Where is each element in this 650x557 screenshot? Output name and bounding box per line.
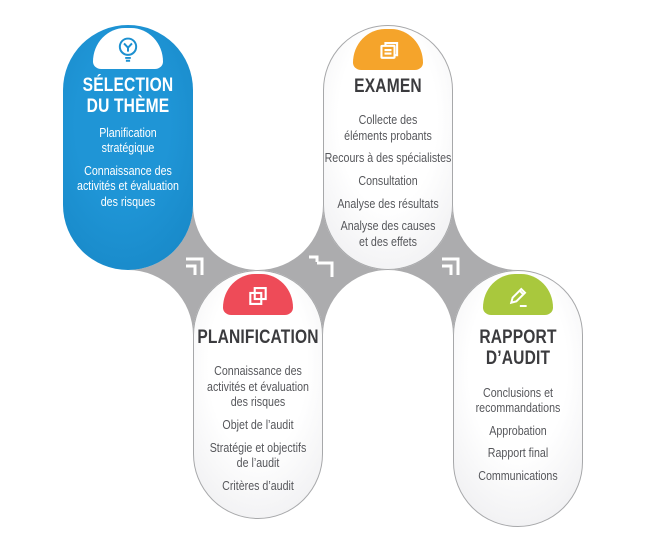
stage-item: Analyse des résultats <box>337 195 439 211</box>
stage-items: Connaissance des activités et évaluation… <box>194 363 322 493</box>
stage-content: EXAMEN Collecte des éléments probants Re… <box>324 26 452 256</box>
stage-item: Approbation <box>489 422 547 438</box>
stage-content: PLANIFICATION Connaissance des activités… <box>194 271 322 500</box>
stage-card-examen: EXAMEN Collecte des éléments probants Re… <box>323 25 453 270</box>
stage-items: Collecte des éléments probants Recours à… <box>324 112 452 249</box>
stage-item: Stratégie et objectifs de l’audit <box>209 439 307 471</box>
lightbulb-icon <box>118 37 138 62</box>
stage-item: Communications <box>478 467 558 483</box>
stage-item: Objet de l’audit <box>222 417 294 433</box>
stage-title: EXAMEN <box>354 76 422 97</box>
stage-item: Conclusions et recommandations <box>475 384 561 416</box>
connector-blob-3 <box>388 205 518 335</box>
stage-badge <box>223 274 293 315</box>
stage-item: Rapport final <box>487 445 549 461</box>
stage-title: SÉLECTION DU THÈME <box>82 75 174 118</box>
stage-badge <box>353 29 423 70</box>
pencil-icon <box>509 287 527 308</box>
documents-icon <box>380 42 399 59</box>
stage-item: Consultation <box>358 173 418 189</box>
overlapping-squares-icon <box>249 287 267 305</box>
stage-title: PLANIFICATION <box>197 327 319 348</box>
stage-card-rapport-daudit: RAPPORT D’AUDIT Conclusions et recommand… <box>453 270 583 527</box>
stage-item: Recours à des spécialistes <box>324 150 452 166</box>
stage-title: RAPPORT D’AUDIT <box>479 327 557 370</box>
stage-badge <box>483 274 553 315</box>
stage-content: SÉLECTION DU THÈME Planification stratég… <box>63 25 193 217</box>
stage-item: Analyse des causes et des effets <box>340 218 436 249</box>
connector-blob-1 <box>128 205 258 335</box>
stage-card-selection-du-theme: SÉLECTION DU THÈME Planification stratég… <box>63 25 193 270</box>
stage-item: Collecte des éléments probants <box>344 112 432 143</box>
corner-arrow-down-icon <box>442 257 460 275</box>
stage-content: RAPPORT D’AUDIT Conclusions et recommand… <box>454 271 582 491</box>
stage-items: Conclusions et recommandations Approbati… <box>454 384 582 484</box>
corner-arrow-up-icon <box>309 255 334 277</box>
stage-item: Planification stratégique <box>99 124 157 156</box>
stage-card-planification: PLANIFICATION Connaissance des activités… <box>193 270 323 519</box>
stage-item: Critères d’audit <box>222 477 294 493</box>
corner-arrow-down-icon <box>186 257 204 275</box>
stage-item: Connaissance des activités et évaluation… <box>207 363 309 410</box>
stage-items: Planification stratégique Connaissance d… <box>63 125 193 210</box>
stage-item: Connaissance des activités et évaluation… <box>77 162 179 209</box>
stage-badge <box>93 28 163 69</box>
connector-blob-2 <box>258 205 388 335</box>
